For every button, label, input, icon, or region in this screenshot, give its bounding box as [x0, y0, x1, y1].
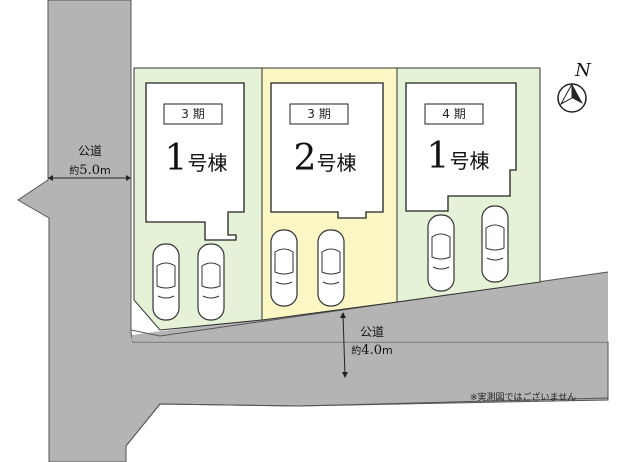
south-road-dimension-line [342, 313, 346, 377]
compass-north-icon: N [557, 60, 592, 113]
south-road-width-prefix: 約 [351, 344, 361, 357]
lot-2-building-number: 2 [294, 138, 317, 179]
west-road-name: 公道 [78, 144, 102, 158]
west-road-width-prefix: 約 [69, 164, 79, 177]
lot-1-building-suffix: 号棟 [187, 151, 227, 175]
south-road-width-value: 4.0 [361, 343, 382, 358]
lot-2-building-suffix: 号棟 [316, 151, 356, 175]
lot-1-phase-label: 3 期 [181, 107, 204, 121]
lot-2-phase-box [289, 103, 349, 125]
car-icon [317, 229, 345, 307]
lot-2-phase-label: 3 期 [307, 107, 330, 121]
compass-label: N [574, 60, 592, 81]
lot-3: 4 期 1号棟 [396, 67, 541, 303]
disclaimer-note: ※実測図ではございません [470, 391, 576, 403]
car-icon [152, 243, 180, 321]
west-road-width: 約5.0m [69, 163, 110, 178]
lot-2: 3 期 2号棟 [261, 67, 398, 321]
lot-3-phase-label: 4 期 [442, 107, 465, 121]
lot-3-phase-box [424, 103, 484, 125]
car-icon [427, 214, 455, 292]
south-road-width: 約4.0m [351, 343, 392, 358]
car-icon [481, 205, 509, 283]
lot-3-building [405, 82, 517, 212]
south-road-name: 公道 [360, 325, 384, 339]
lot-2-building-label: 2号棟 [294, 138, 357, 179]
car-icon [197, 243, 225, 321]
lot-1-building-number: 1 [165, 138, 188, 179]
lot-1: 3 期 1号棟 [133, 67, 263, 331]
lot-1-phase-box [163, 103, 223, 125]
west-road-width-value: 5.0 [79, 163, 100, 178]
lot-3-building-label: 1号棟 [427, 136, 490, 177]
car-icon [270, 229, 298, 307]
west-road-width-unit: m [100, 164, 111, 177]
lot-3-building-number: 1 [427, 136, 450, 177]
south-road-width-unit: m [382, 344, 393, 357]
lot-1-building-label: 1号棟 [165, 138, 228, 179]
lot-3-building-suffix: 号棟 [449, 149, 489, 173]
